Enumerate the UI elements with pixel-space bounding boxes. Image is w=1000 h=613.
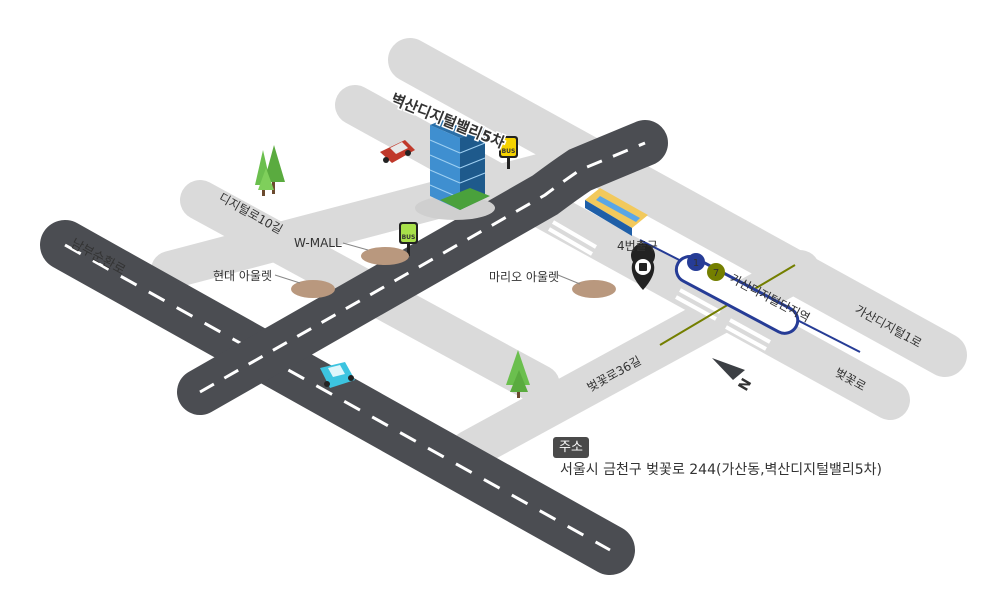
wmall-mound bbox=[361, 247, 409, 265]
leader-lines bbox=[274, 242, 581, 285]
address-text: 서울시 금천구 벚꽃로 244(가산동,벽산디지털밸리5차) bbox=[560, 462, 882, 478]
hyundai-mound bbox=[291, 280, 335, 298]
road-cross-upper bbox=[151, 146, 589, 289]
tree-cluster-left bbox=[255, 145, 285, 196]
train-icon bbox=[585, 188, 648, 236]
landmark-mario-outlet: 마리오 아울렛 bbox=[489, 270, 559, 284]
car-red bbox=[380, 140, 415, 163]
station-pin-icon bbox=[631, 243, 655, 290]
bus-label: BUS bbox=[402, 234, 416, 241]
mario-mound bbox=[572, 280, 616, 298]
line-7-badge: 7 bbox=[713, 268, 719, 279]
north-arrow-icon: N bbox=[712, 358, 755, 394]
bus-label: BUS bbox=[502, 148, 516, 155]
road-main-cross bbox=[177, 120, 668, 415]
address-badge: 주소 bbox=[553, 437, 589, 458]
landmark-hyundai-outlet: 현대 아울렛 bbox=[213, 269, 272, 283]
tree-right bbox=[506, 350, 530, 398]
line-1-badge: 1 bbox=[693, 258, 699, 269]
north-label: N bbox=[736, 376, 756, 394]
bus-stop-mid: BUS bbox=[399, 222, 418, 256]
building-icon bbox=[429, 115, 490, 210]
station-exit-label: 4번출구 bbox=[617, 239, 658, 253]
road-gasan-digital-1ro bbox=[388, 38, 967, 377]
landmark-wmall: W-MALL bbox=[294, 236, 342, 250]
road-namburing bbox=[40, 220, 635, 575]
car-blue bbox=[320, 362, 355, 388]
bus-stop-top: BUS bbox=[499, 136, 518, 169]
